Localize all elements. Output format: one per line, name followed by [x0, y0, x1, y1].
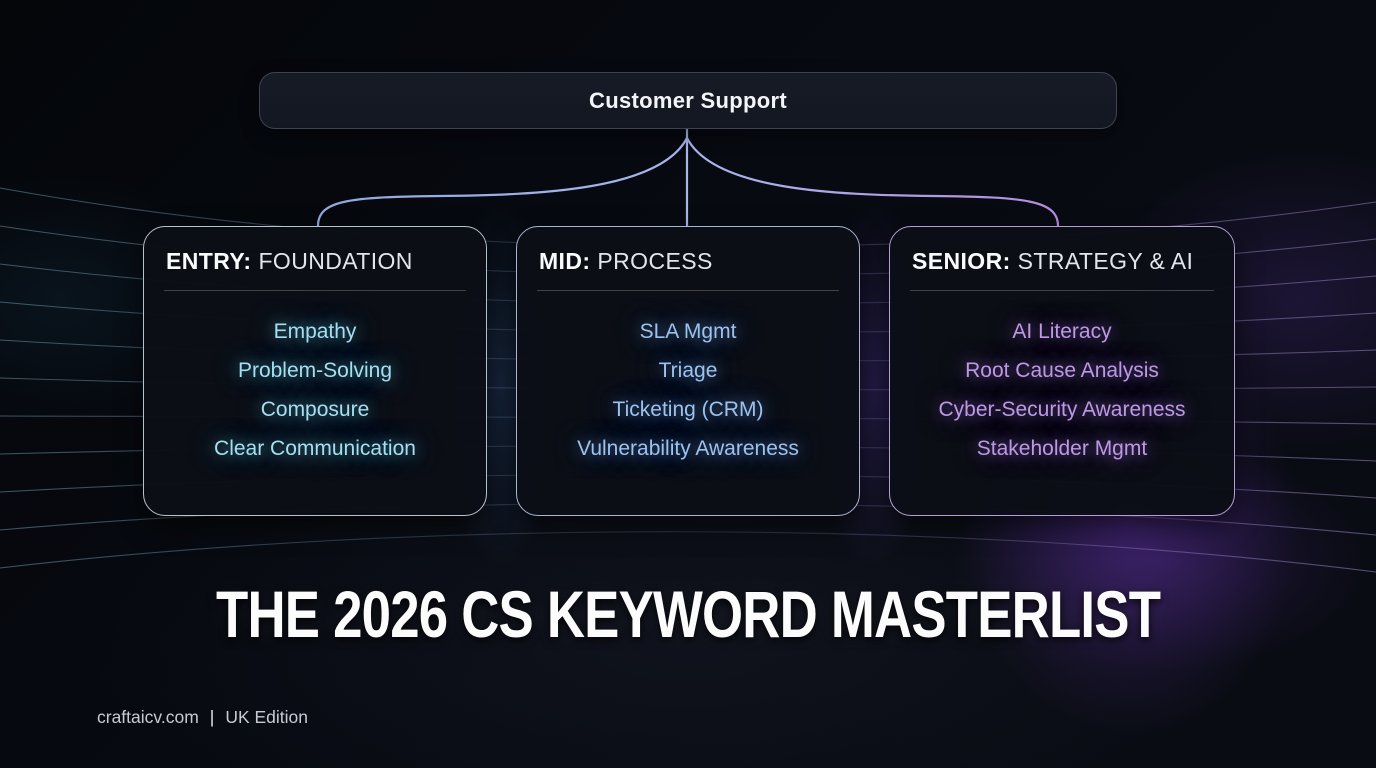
card-mid-keyword-list: SLA Mgmt Triage Ticketing (CRM) Vulnerab…	[517, 312, 859, 468]
keyword-item: Clear Communication	[214, 437, 416, 460]
masterlist-title-row: THE 2026 CS KEYWORD MASTERLIST	[0, 576, 1376, 652]
keyword-item: Root Cause Analysis	[965, 359, 1159, 382]
card-senior-divider	[910, 290, 1214, 291]
keyword-item: Empathy	[273, 320, 357, 343]
card-entry-keyword-list: Empathy Problem-Solving Composure Clear …	[144, 312, 486, 468]
card-entry-level-label: ENTRY:	[166, 248, 252, 274]
card-senior-strategy-ai: SENIOR:STRATEGY & AI AI Literacy Root Ca…	[889, 226, 1235, 516]
keyword-item: Stakeholder Mgmt	[976, 437, 1148, 460]
card-senior-header: SENIOR:STRATEGY & AI	[890, 227, 1234, 275]
keyword-item: Problem-Solving	[237, 359, 393, 382]
card-mid-header: MID:PROCESS	[517, 227, 859, 275]
keyword-item: Composure	[260, 398, 370, 421]
masterlist-title: THE 2026 CS KEYWORD MASTERLIST	[215, 577, 1161, 651]
card-entry-header: ENTRY:FOUNDATION	[144, 227, 486, 275]
card-mid-track-label: PROCESS	[597, 248, 713, 274]
card-mid-divider	[537, 290, 839, 291]
keyword-item: Vulnerability Awareness	[577, 437, 799, 460]
keyword-item: Triage	[658, 359, 718, 382]
root-node-label: Customer Support	[589, 87, 787, 113]
footer-separator: |	[209, 707, 215, 727]
keyword-item: SLA Mgmt	[639, 320, 737, 343]
keyword-item: Ticketing (CRM)	[612, 398, 764, 421]
keyword-item: Cyber-Security Awareness	[938, 398, 1186, 421]
footer-edition-label: UK Edition	[225, 707, 309, 727]
card-senior-track-label: STRATEGY & AI	[1017, 248, 1194, 274]
card-senior-keyword-list: AI Literacy Root Cause Analysis Cyber-Se…	[890, 312, 1234, 468]
card-senior-level-label: SENIOR:	[912, 248, 1011, 274]
tree-connector-lines	[316, 127, 1060, 228]
card-mid-level-label: MID:	[539, 248, 591, 274]
root-node-customer-support: Customer Support	[259, 72, 1117, 129]
fan-line	[0, 531, 1376, 573]
footer-site-url: craftaicv.com	[97, 707, 199, 727]
card-entry-foundation: ENTRY:FOUNDATION Empathy Problem-Solving…	[143, 226, 487, 516]
footer: craftaicv.com | UK Edition	[97, 707, 308, 728]
connector-root-to-entry	[316, 136, 689, 228]
keyword-item: AI Literacy	[1012, 320, 1112, 343]
connector-root-to-senior	[685, 136, 1060, 228]
card-entry-track-label: FOUNDATION	[258, 248, 413, 274]
card-entry-divider	[164, 290, 466, 291]
card-mid-process: MID:PROCESS SLA Mgmt Triage Ticketing (C…	[516, 226, 860, 516]
